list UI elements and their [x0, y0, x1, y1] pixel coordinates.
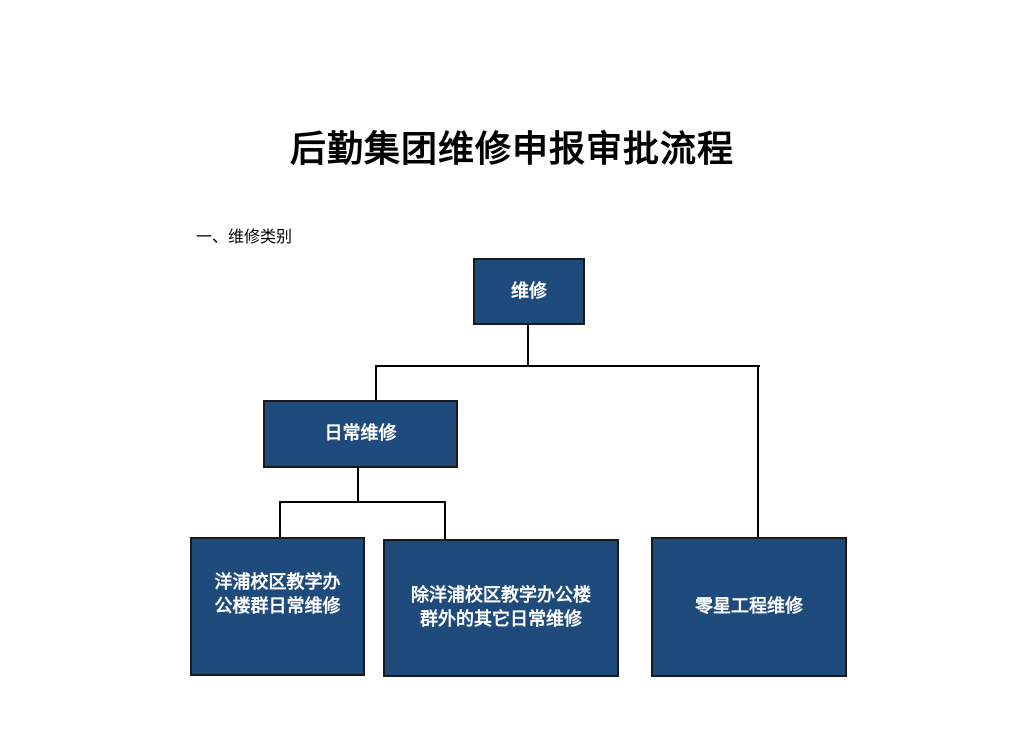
node-minor-engineering: 零星工程维修 — [651, 537, 847, 677]
connector — [444, 501, 446, 540]
connector — [757, 365, 759, 538]
connector — [375, 365, 377, 401]
connector — [375, 365, 760, 367]
node-other-daily: 除洋浦校区教学办公楼群外的其它日常维修 — [383, 539, 619, 677]
node-daily-label: 日常维修 — [324, 423, 397, 444]
page-title: 后勤集团维修申报审批流程 — [289, 128, 734, 170]
node-yangpu-line1: 洋浦校区教学办 — [214, 572, 341, 593]
node-root: 维修 — [473, 258, 585, 325]
node-root-label: 维修 — [511, 280, 547, 302]
connector — [357, 467, 359, 503]
node-other-line2: 群外的其它日常维修 — [420, 609, 582, 630]
section-heading: 一、维修类别 — [196, 227, 293, 246]
node-daily: 日常维修 — [263, 400, 458, 468]
connector — [279, 501, 446, 503]
node-yangpu-line2: 公楼群日常维修 — [214, 596, 341, 617]
node-minor-label: 零星工程维修 — [695, 596, 803, 617]
node-other-line1: 除洋浦校区教学办公楼 — [411, 585, 591, 606]
connector — [279, 501, 281, 538]
node-yangpu-daily: 洋浦校区教学办公楼群日常维修 — [190, 537, 365, 676]
connector — [527, 324, 529, 367]
